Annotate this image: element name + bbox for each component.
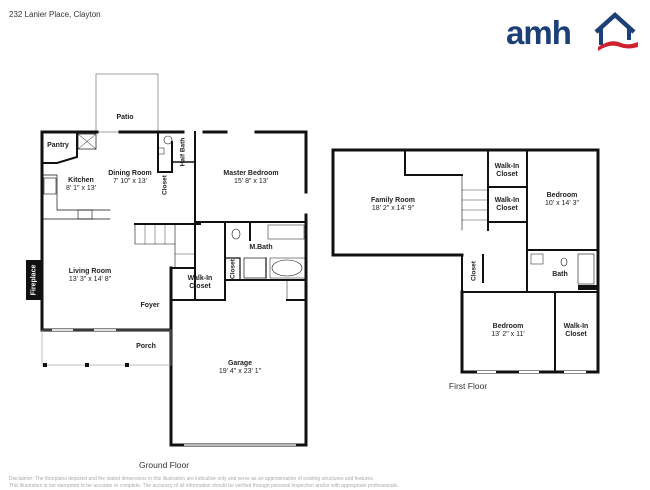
room-closet-ground: Closet — [161, 175, 169, 195]
room-porch: Porch — [136, 343, 156, 350]
first-floor-title: First Floor — [448, 381, 488, 391]
room-master-bath: M.Bath — [249, 244, 273, 251]
room-closet-mbath: Closet — [229, 259, 237, 279]
room-walk-in-closet-1: Walk-In Closet — [494, 163, 520, 178]
room-pantry: Pantry — [47, 142, 69, 149]
room-walk-in-closet-3: Walk-In Closet — [563, 323, 589, 338]
room-foyer: Foyer — [140, 302, 160, 309]
room-patio: Patio — [116, 114, 134, 121]
disclaimer: Disclaimer: The floorplans depicted and … — [9, 476, 399, 490]
room-walk-in-closet-ground: Walk-In Closet — [187, 275, 213, 290]
room-half-bath: Half Bath — [179, 137, 187, 167]
logo-text: amh — [506, 14, 572, 51]
first-floor-walls — [331, 148, 600, 374]
room-closet-first: Closet — [470, 261, 478, 281]
room-walk-in-closet-2: Walk-In Closet — [494, 197, 520, 212]
fireplace — [26, 260, 41, 300]
ground-floor-title: Ground Floor — [138, 460, 190, 470]
fireplace-label: Fireplace — [30, 264, 38, 296]
ground-floor-walls — [40, 73, 308, 447]
room-bath: Bath — [552, 271, 568, 278]
disclaimer-line-2: This illustration is not warranted to be… — [9, 483, 399, 489]
disclaimer-line-1: Disclaimer: The floorplans depicted and … — [9, 476, 375, 482]
amh-logo: amh — [506, 10, 641, 52]
address: 232 Lanier Place, Clayton — [9, 10, 101, 19]
house-roof-icon — [594, 11, 638, 51]
